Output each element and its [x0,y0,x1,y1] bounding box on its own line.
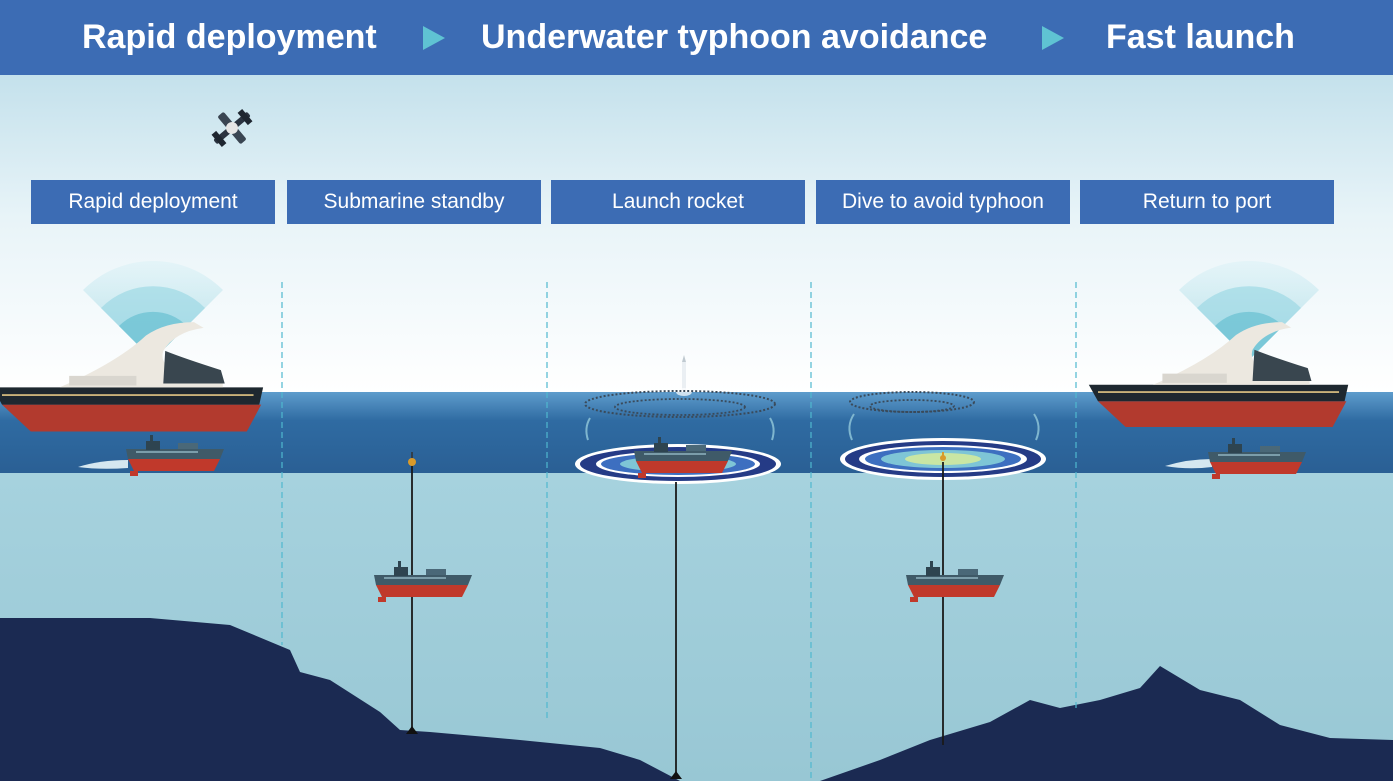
mooring-lines [411,462,944,776]
wake [1165,459,1212,469]
header-step-2: Underwater typhoon avoidance [481,18,988,56]
header-step-1: Rapid deployment [82,18,377,56]
ripple-rings-icon [840,391,1046,480]
stage-label-rapid-deployment: Rapid deployment [31,180,275,224]
stage-label-launch-rocket: Launch rocket [551,180,805,224]
header-bar: Rapid deployment Underwater typhoon avoi… [0,0,1393,75]
rocket-icon [676,355,692,396]
drone-icon [211,109,253,147]
stage-label-submarine-standby: Submarine standby [287,180,541,224]
chevron-right-icon [423,26,445,50]
chevron-right-icon [1042,26,1064,50]
wake [78,460,128,469]
header-step-3: Fast launch [1106,18,1295,56]
seabed-right [820,666,1393,781]
stage-label-return-to-port: Return to port [1080,180,1334,224]
seabed [0,618,680,781]
stage-label-dive-to-avoid-typhoon: Dive to avoid typhoon [816,180,1070,224]
buoy-icon [408,452,416,466]
anchor-icon [406,726,682,779]
sky [0,75,1393,393]
stage-dividers [281,282,1077,781]
